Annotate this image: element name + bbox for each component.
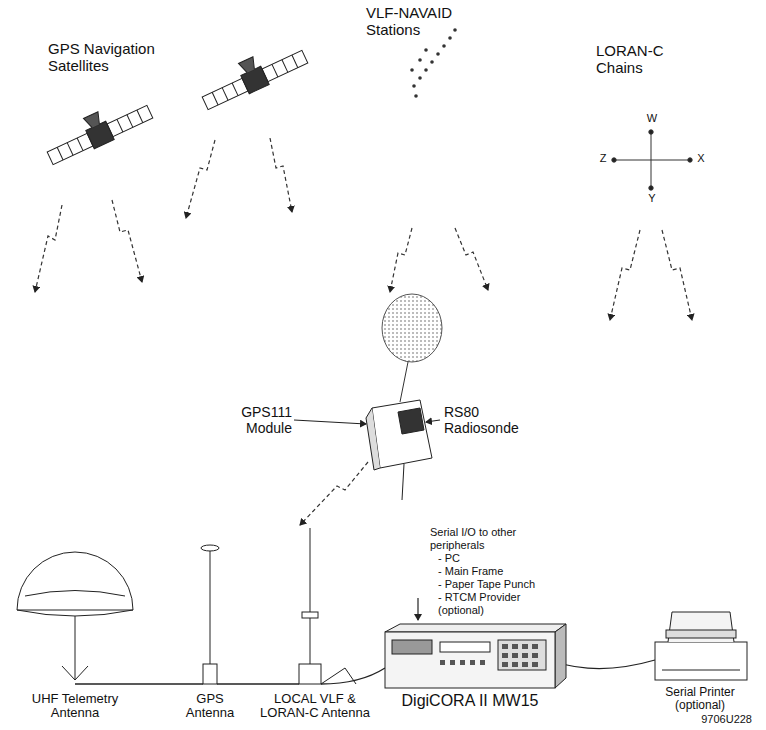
note-text: - Paper Tape Punch <box>438 578 568 591</box>
digicora-unit <box>385 624 566 688</box>
group-label: VLF-NAVAID Stations <box>366 4 466 38</box>
part-label: DigiCORA II MW15 <box>380 692 560 710</box>
station-letter: X <box>694 152 708 164</box>
group-label: LORAN-C Chains <box>596 42 676 76</box>
note-text: - PC <box>438 552 558 565</box>
serial-printer <box>655 612 747 680</box>
part-label: UHF Telemetry Antenna <box>20 692 130 720</box>
part-label: Serial Printer (optional) <box>650 686 750 712</box>
balloon <box>382 294 442 402</box>
group-label: GPS Navigation Satellites <box>48 40 168 74</box>
station-letter: Y <box>645 192 659 204</box>
part-label: RS80 Radiosonde <box>444 404 544 436</box>
gps-satellite <box>196 37 309 112</box>
part-label: GPS Antenna <box>182 692 238 720</box>
signal-arrow <box>35 138 692 525</box>
radiosonde <box>366 400 432 500</box>
vlf-loran-antenna <box>299 528 356 684</box>
note-text: Serial I/O to other peripherals <box>430 526 550 552</box>
figure-number: 9706U228 <box>672 713 752 726</box>
vlf-station-dots <box>410 28 457 98</box>
loran-chain <box>612 130 692 190</box>
station-letter: Z <box>596 152 610 164</box>
gps-antenna <box>201 545 219 684</box>
gps-satellite <box>41 92 154 167</box>
part-label: LOCAL VLF & LORAN-C Antenna <box>260 692 370 720</box>
cable <box>75 660 655 684</box>
note-text: - RTCM Provider (optional) <box>438 591 548 617</box>
note-text: - Main Frame <box>438 565 558 578</box>
pointer-arrow <box>294 420 440 620</box>
station-letter: W <box>645 112 659 124</box>
part-label: GPS111 Module <box>226 404 292 436</box>
uhf-telemetry-antenna <box>17 552 133 680</box>
